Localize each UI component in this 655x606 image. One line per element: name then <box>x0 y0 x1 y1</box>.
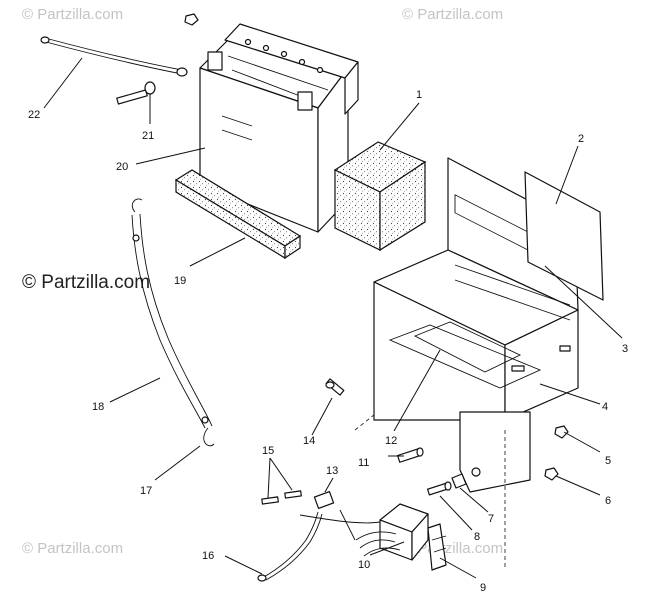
battery-cable-short <box>40 36 188 77</box>
callout-8: 8 <box>474 531 480 543</box>
battery-terminal-hardware <box>116 13 199 105</box>
callout-22: 22 <box>28 109 40 121</box>
callout-18: 18 <box>92 401 104 413</box>
callout-17: 17 <box>140 485 152 497</box>
callout-7: 7 <box>488 513 494 525</box>
callout-3: 3 <box>622 343 628 355</box>
callout-labels: 1 2 3 4 5 6 7 8 9 10 11 12 13 14 15 16 1… <box>28 89 628 594</box>
foam-block <box>333 141 427 252</box>
alignment-lines <box>354 414 506 570</box>
watermark-bottom-right: © Partzilla.com <box>402 540 504 557</box>
callout-5: 5 <box>605 455 611 467</box>
mounting-fasteners <box>325 378 569 496</box>
callout-19: 19 <box>174 275 186 287</box>
callout-4: 4 <box>602 401 608 413</box>
battery-cable-long <box>257 511 323 582</box>
battery-box <box>373 157 579 493</box>
callout-11: 11 <box>358 457 369 469</box>
watermark-top-right: © Partzilla.com <box>402 6 504 23</box>
callout-2: 2 <box>578 133 584 145</box>
foam-strip <box>174 169 302 260</box>
callout-9: 9 <box>480 582 486 594</box>
callout-20: 20 <box>116 161 128 173</box>
callout-12: 12 <box>385 435 397 447</box>
watermark-bottom-left: © Partzilla.com <box>22 540 124 557</box>
watermark-top-left: © Partzilla.com <box>22 6 124 23</box>
callout-6: 6 <box>605 495 611 507</box>
callout-21: 21 <box>142 130 154 142</box>
decal <box>524 171 604 301</box>
callout-14: 14 <box>303 435 315 447</box>
leader-lines <box>43 57 623 579</box>
callout-15: 15 <box>262 445 274 457</box>
callout-1: 1 <box>416 89 422 101</box>
hold-down-strap <box>131 198 215 447</box>
callout-13: 13 <box>326 465 338 477</box>
callout-16: 16 <box>202 550 214 562</box>
watermark-main: © Partzilla.com <box>22 272 151 293</box>
callout-10: 10 <box>358 559 370 571</box>
solenoid-assembly <box>261 490 447 571</box>
